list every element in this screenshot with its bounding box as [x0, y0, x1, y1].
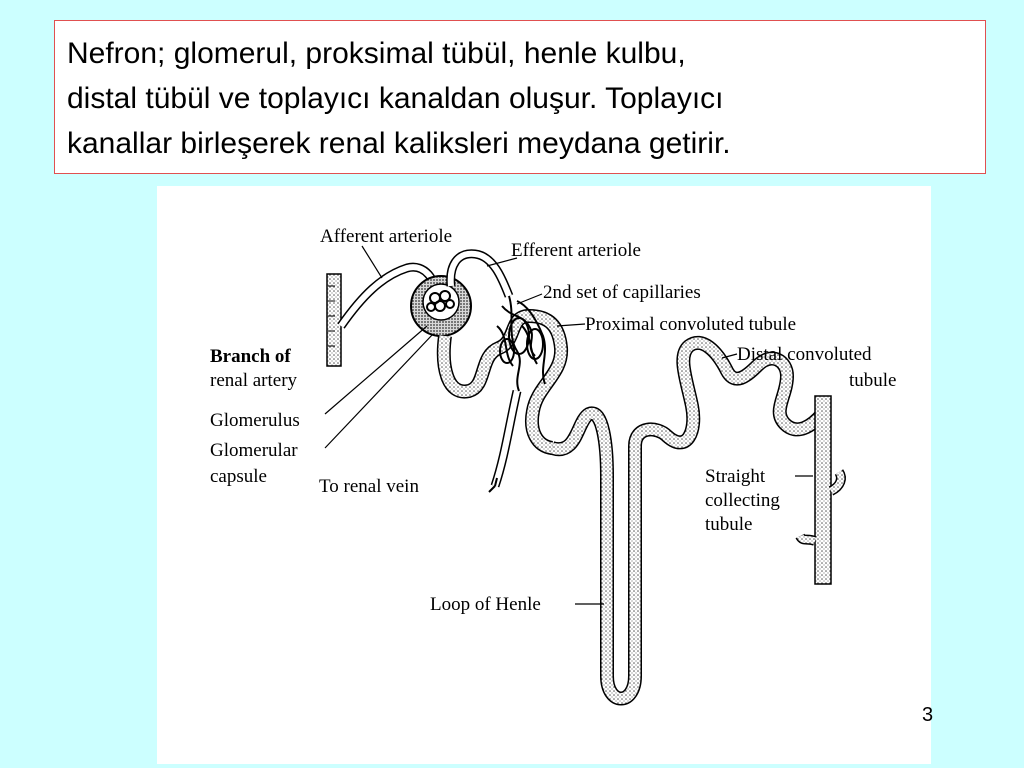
label-glomerular-capsule-1: Glomerular: [210, 440, 298, 461]
label-loop-of-henle: Loop of Henle: [430, 594, 541, 615]
caption-box: Nefron; glomerul, proksimal tübül, henle…: [54, 20, 986, 174]
label-branch-artery-2: renal artery: [210, 370, 298, 391]
label-renal-vein: To renal vein: [319, 476, 419, 497]
label-glomerular-capsule-2: capsule: [210, 466, 267, 487]
nephron-diagram: Afferent arteriole Efferent arteriole 2n…: [210, 226, 897, 706]
caption-line-2: distal tübül ve toplayıcı kanaldan oluşu…: [67, 82, 724, 115]
capillary-network: [496, 295, 546, 392]
label-branch-artery-1: Branch of: [210, 346, 291, 367]
label-proximal-tubule: Proximal convoluted tubule: [585, 314, 796, 335]
caption-line-1: Nefron; glomerul, proksimal tübül, henle…: [67, 37, 686, 70]
nephron-figure: Afferent arteriole Efferent arteriole 2n…: [157, 186, 931, 764]
branch-renal-artery-vessel: [326, 273, 342, 367]
collecting-tubule-shape: [795, 395, 846, 585]
caption-line-3: kanallar birleşerek renal kaliksleri mey…: [67, 127, 731, 160]
label-glomerulus: Glomerulus: [210, 410, 300, 431]
label-distal-tubule-1: Distal convoluted: [737, 344, 872, 365]
label-second-capillaries: 2nd set of capillaries: [543, 282, 701, 303]
label-efferent-arteriole: Efferent arteriole: [511, 240, 641, 261]
glomerulus-shape: [426, 290, 455, 312]
label-collecting-1: Straight: [705, 466, 766, 487]
label-afferent-arteriole: Afferent arteriole: [320, 226, 452, 247]
glomerular-capsule-shape: [410, 275, 472, 337]
page-number: 3: [922, 704, 934, 726]
label-distal-tubule-2: tubule: [849, 370, 897, 391]
label-collecting-2: collecting: [705, 490, 780, 511]
label-collecting-3: tubule: [705, 514, 753, 535]
leader-lines: [324, 245, 813, 605]
